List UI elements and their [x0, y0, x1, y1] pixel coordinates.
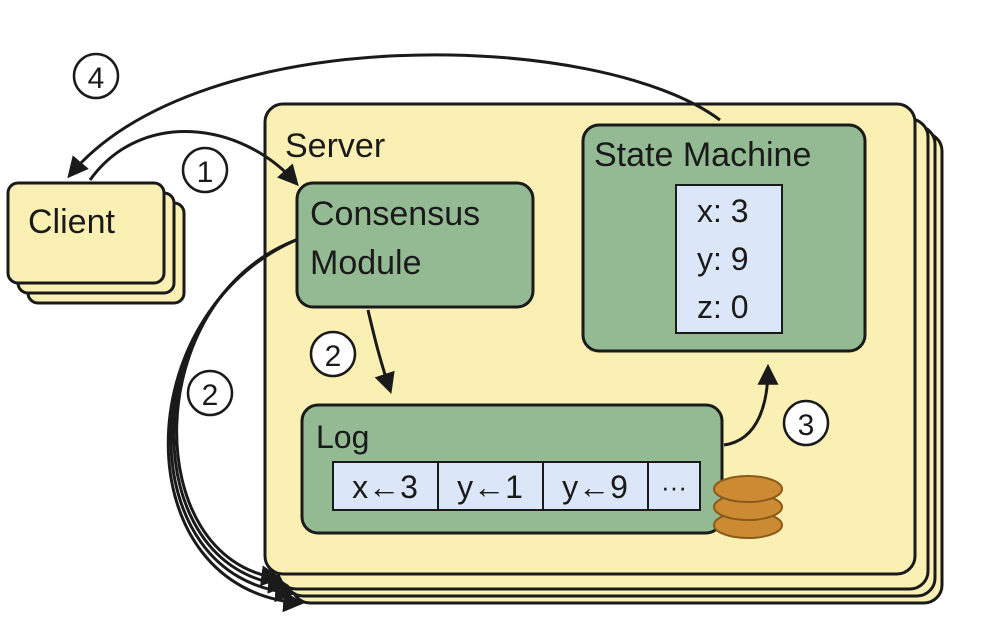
arrow-4-state-machine-to-client	[67, 53, 721, 179]
step-2-circle-replication	[186, 369, 234, 417]
log-cell-3	[542, 461, 649, 511]
step-3-circle	[782, 399, 830, 447]
step-1-label: 1	[197, 156, 214, 189]
disk-storage-icon	[713, 475, 783, 539]
state-machine-label: State Machine	[594, 136, 811, 174]
arrow-3-log-to-state-machine	[723, 363, 779, 447]
log-entry-2: y←1	[457, 469, 523, 505]
consensus-module-label-line1: Consensus	[310, 195, 480, 233]
step-3-label: 3	[798, 409, 815, 442]
arrow-2-consensus-to-log	[366, 309, 395, 394]
state-entry-z: z: 0	[697, 289, 749, 325]
client-stack	[6, 181, 186, 305]
step-2-label-replication: 2	[202, 379, 219, 412]
log-entry-ellipsis: ···	[661, 472, 687, 502]
client-card	[6, 181, 166, 285]
state-table	[675, 184, 783, 334]
step-2-label-consensus: 2	[325, 340, 342, 373]
arrows	[67, 53, 779, 613]
log-label: Log	[316, 419, 369, 455]
log-entries: x←3 y←1 y←9 ···	[332, 461, 701, 511]
state-entry-x: x: 3	[697, 193, 749, 229]
step-1-circle	[181, 146, 229, 194]
step-4-label: 4	[88, 62, 105, 95]
arrow-2-replicate-4	[166, 238, 305, 613]
consensus-module-box	[295, 181, 535, 309]
log-entry-3: y←9	[562, 469, 628, 505]
client-label: Client	[28, 203, 115, 241]
state-entry-y: y: 9	[697, 241, 749, 277]
step-2-circle-consensus	[309, 330, 357, 378]
step-markers: 4 1 2 2 3	[72, 52, 830, 447]
consensus-module-label-line2: Module	[310, 244, 422, 282]
arrow-1-client-to-consensus	[88, 130, 299, 187]
server-label: Server	[285, 127, 385, 165]
log-cell-more	[647, 461, 701, 511]
log-entry-1: x←3	[352, 469, 418, 505]
step-4-circle	[72, 52, 120, 100]
